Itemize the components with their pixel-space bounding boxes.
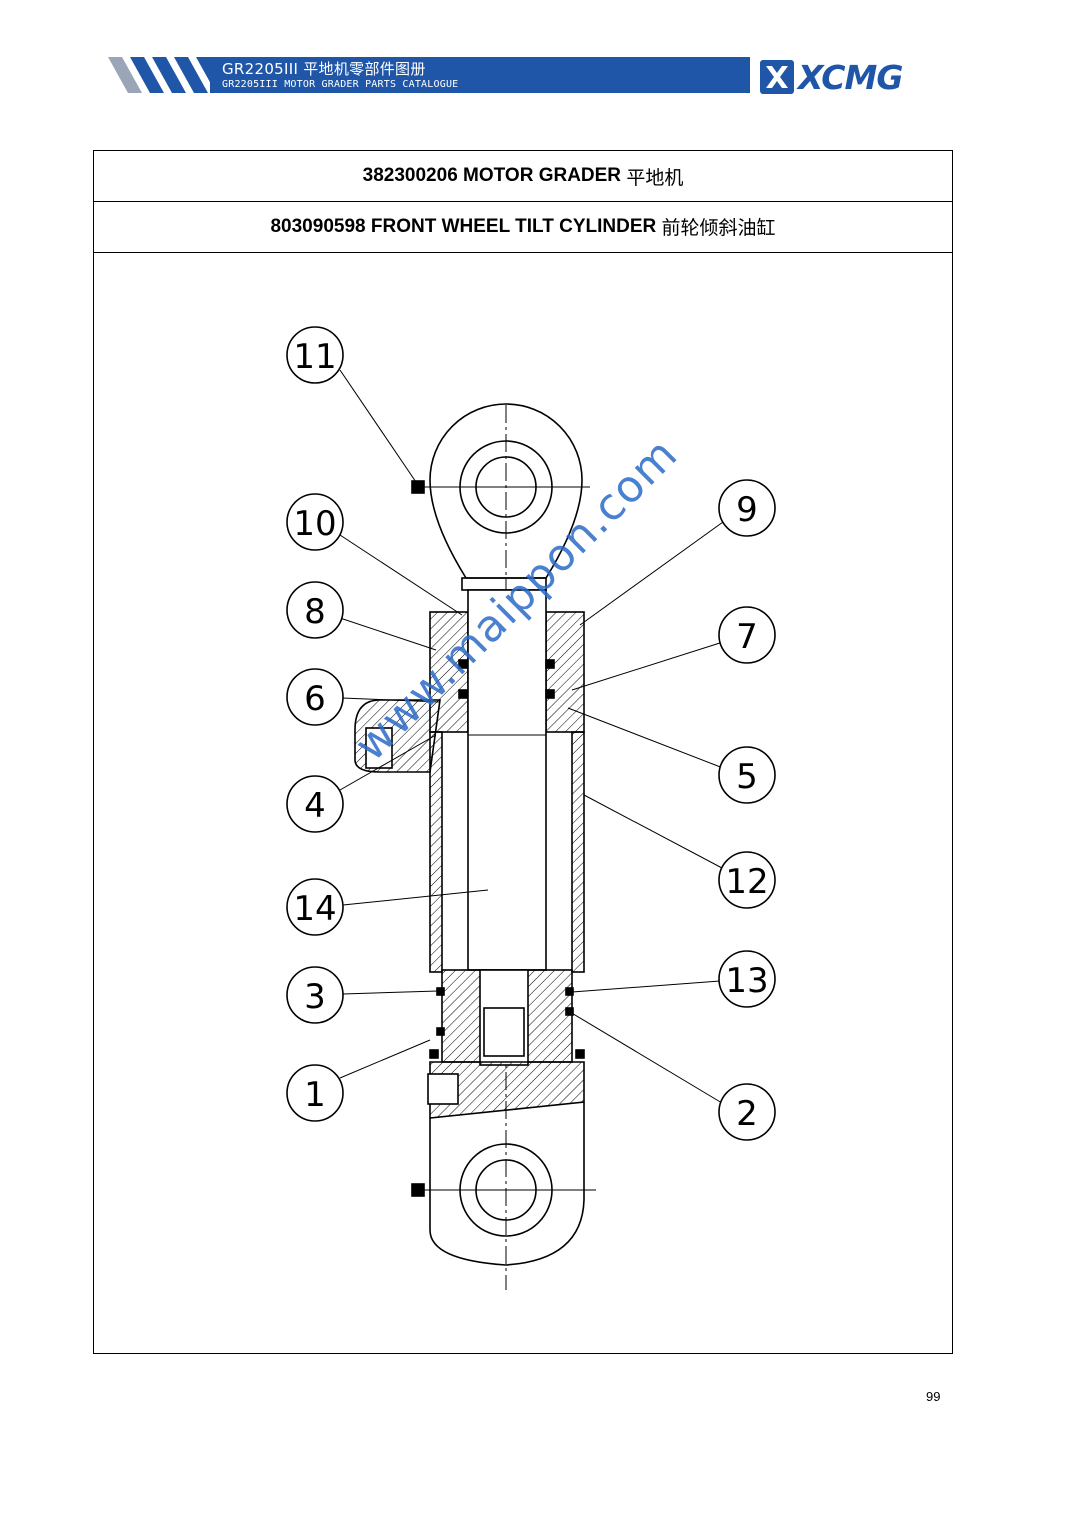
- svg-text:7: 7: [736, 617, 758, 657]
- banner-bar: [210, 57, 750, 93]
- balloon-6: 6: [286, 668, 441, 726]
- svg-text:8: 8: [304, 592, 326, 632]
- brand-stripes-icon: [108, 57, 216, 93]
- svg-text:6: 6: [304, 679, 326, 719]
- machine-code: 382300206: [362, 165, 458, 186]
- svg-text:10: 10: [293, 504, 336, 544]
- svg-text:2: 2: [736, 1094, 758, 1134]
- machine-name-cn: 平地机: [626, 166, 684, 189]
- balloon-7: 7: [571, 606, 776, 691]
- svg-text:5: 5: [736, 757, 758, 797]
- balloon-1: 1: [286, 1039, 431, 1122]
- svg-text:13: 13: [725, 961, 768, 1001]
- svg-text:1: 1: [304, 1075, 326, 1115]
- svg-text:3: 3: [304, 977, 326, 1017]
- svg-text:XCMG: XCMG: [796, 58, 902, 96]
- assembly-code: 803090598: [270, 215, 366, 237]
- page-number: 99: [926, 1389, 941, 1404]
- balloon-2: 2: [569, 1011, 776, 1141]
- svg-text:14: 14: [293, 889, 336, 929]
- svg-text:11: 11: [293, 337, 336, 377]
- parts-frame: 382300206 MOTOR GRADER 平地机 803090598 FRO…: [93, 150, 953, 1354]
- machine-title-row: 382300206 MOTOR GRADER 平地机: [94, 151, 952, 202]
- balloon-11: 11: [286, 326, 419, 486]
- balloon-4: 4: [286, 734, 437, 833]
- balloon-3: 3: [286, 966, 439, 1024]
- catalogue-title-en: GR2205III MOTOR GRADER PARTS CATALOGUE: [222, 79, 459, 90]
- machine-name-en: MOTOR GRADER: [463, 165, 622, 186]
- svg-text:9: 9: [736, 490, 758, 530]
- svg-text:12: 12: [725, 862, 768, 902]
- header-banner: GR2205III 平地机零部件图册 GR2205III MOTOR GRADE…: [108, 55, 750, 95]
- balloon-14: 14: [286, 878, 489, 936]
- balloon-13: 13: [571, 950, 776, 1008]
- assembly-name-cn: 前轮倾斜油缸: [661, 217, 776, 239]
- balloon-10: 10: [286, 493, 463, 616]
- catalogue-title-cn: GR2205III 平地机零部件图册: [222, 60, 426, 78]
- balloon-9: 9: [579, 479, 776, 626]
- svg-text:4: 4: [304, 786, 326, 826]
- balloon-5: 5: [567, 707, 776, 804]
- balloon-12: 12: [583, 794, 776, 909]
- xcmg-logo: XCMG: [760, 58, 903, 96]
- balloon-8: 8: [286, 581, 437, 651]
- assembly-name-en: FRONT WHEEL TILT CYLINDER: [370, 215, 657, 237]
- assembly-title-row: 803090598 FRONT WHEEL TILT CYLINDER 前轮倾斜…: [94, 201, 952, 253]
